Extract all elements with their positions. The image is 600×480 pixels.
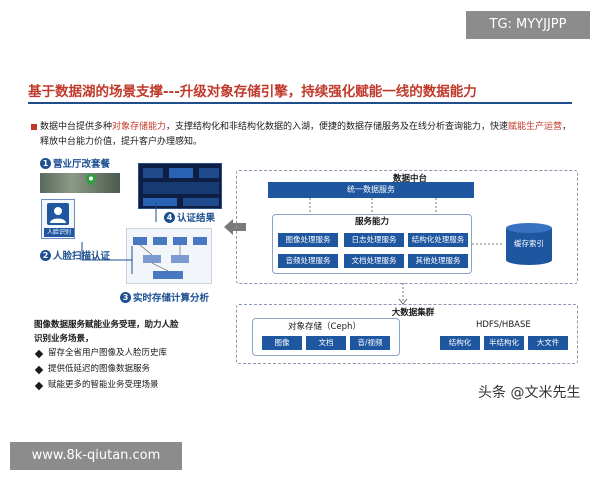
intro-text-3: ，释放中台能力价值，提升客户办理感知。 — [40, 122, 572, 147]
business-item-3: 赋能更多的智能业务受理场景 — [48, 380, 159, 390]
top-tag: TG: MYYJJPP — [466, 11, 590, 39]
intro-text-2: ，支撑结构化和非结构化数据的入湖，便捷的数据存储服务及在线分析查询能力，快速 — [166, 122, 509, 132]
business-heading-1: 图像数据服务赋能业务受理，助力人脸 — [34, 320, 179, 330]
business-item-1: 留存全省用户图像及人脸历史库 — [48, 348, 168, 358]
object-storage-box — [252, 318, 400, 356]
store-photo — [40, 173, 120, 193]
service-image: 图像处理服务 — [278, 233, 338, 247]
intro-highlight-2: 赋能生产运营 — [508, 122, 563, 132]
business-item-2: 提供低延迟的图像数据服务 — [48, 364, 151, 374]
bottom-tag: www.8k-qiutan.com — [10, 442, 182, 470]
slide-title: 基于数据湖的场景支撑---升级对象存储引擎，持续强化赋能一线的数据能力 — [28, 84, 477, 100]
intro-paragraph: 数据中台提供多种对象存储能力，支撑结构化和非结构化数据的入湖，便捷的数据存储服务… — [40, 120, 580, 150]
object-storage-title: 对象存储（Ceph） — [288, 322, 361, 332]
photo-caption: 人脸识别 — [44, 228, 74, 237]
data-center-panel — [236, 170, 578, 284]
face-recognition-card: 人脸识别 — [41, 199, 75, 239]
storage-audio-video: 音/视频 — [350, 336, 390, 350]
hdfs-semi-structured: 半结构化 — [484, 336, 524, 350]
service-dashed-links — [309, 198, 437, 214]
unified-data-service: 统一数据服务 — [268, 182, 474, 198]
cache-index-cylinder: 缓存索引 — [504, 222, 554, 266]
storage-document: 文档 — [306, 336, 346, 350]
cache-link — [472, 243, 504, 245]
service-other: 其他处理服务 — [408, 254, 468, 268]
location-pin-icon — [84, 172, 98, 186]
service-capability-title: 服务能力 — [354, 217, 389, 227]
business-heading-2: 识别业务场景， — [34, 334, 94, 344]
data-center-title: 数据中台 — [392, 174, 427, 184]
service-document: 文档处理服务 — [344, 254, 404, 268]
hdfs-structured: 结构化 — [440, 336, 480, 350]
service-capability-box — [272, 214, 472, 274]
storage-image: 图像 — [262, 336, 302, 350]
intro-text-1: 数据中台提供多种 — [40, 122, 113, 132]
big-data-title: 大数据集群 — [391, 308, 435, 318]
dashboard-screenshot — [138, 163, 222, 209]
left-arrow-icon — [224, 219, 246, 235]
service-structured: 结构化处理服务 — [408, 233, 468, 247]
bullet-square-icon — [31, 124, 37, 130]
service-log: 日志处理服务 — [344, 233, 404, 247]
flow-connectors — [81, 202, 157, 274]
big-data-panel — [236, 304, 578, 364]
down-link — [398, 283, 408, 305]
cache-index-label: 缓存索引 — [514, 239, 544, 248]
service-audio: 音频处理服务 — [278, 254, 338, 268]
person-icon — [47, 203, 69, 225]
title-divider — [28, 102, 572, 104]
watermark: 头条 @文米先生 — [478, 385, 581, 401]
compute-flow-diagram — [126, 228, 212, 284]
hdfs-large-file: 大文件 — [528, 336, 568, 350]
hdfs-title: HDFS/HBASE — [476, 320, 531, 330]
intro-highlight-1: 对象存储能力 — [112, 122, 167, 132]
